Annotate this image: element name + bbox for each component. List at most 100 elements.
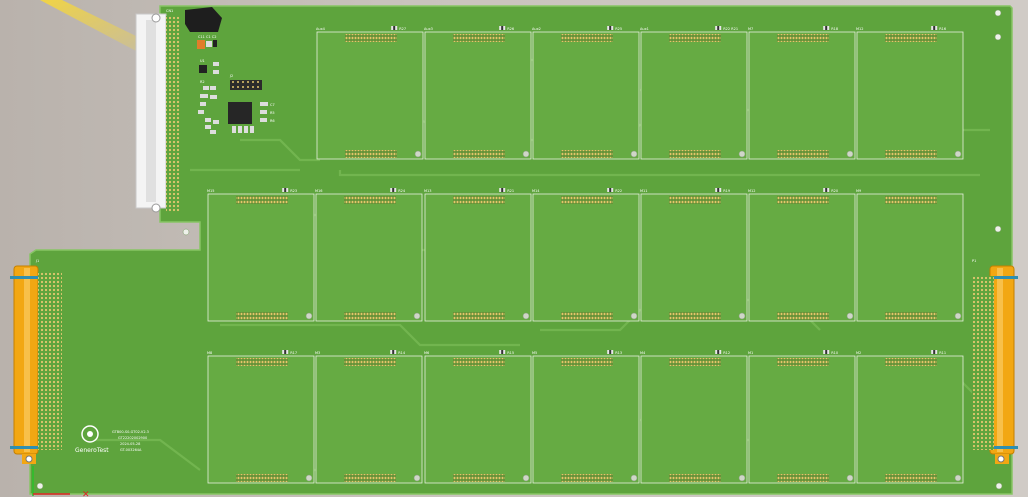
brand-name: GeneroTest bbox=[75, 447, 109, 454]
module-hole bbox=[305, 312, 313, 320]
module-header-top bbox=[344, 196, 396, 204]
module-resistor-ref: R22 bbox=[615, 189, 622, 193]
module-resistor-ref: R19 bbox=[723, 189, 730, 193]
module-label: M14 bbox=[532, 189, 540, 193]
module-header-bottom bbox=[885, 474, 937, 482]
connector-p1[interactable]: P1 bbox=[972, 259, 1018, 464]
module-outline bbox=[207, 355, 315, 484]
module-header-top bbox=[561, 358, 613, 366]
module-label: M8 bbox=[207, 351, 212, 355]
module-resistor-body bbox=[825, 350, 828, 354]
module-label: Aux1 bbox=[640, 27, 649, 31]
module-socket[interactable]: M7 R18 bbox=[748, 26, 856, 160]
module-header-top bbox=[669, 358, 721, 366]
module-resistor-ref: R22 R21 bbox=[723, 27, 738, 31]
module-resistor-body bbox=[609, 26, 612, 30]
module-hole bbox=[954, 150, 962, 158]
module-hole bbox=[738, 474, 746, 482]
module-label: M11 bbox=[640, 189, 647, 193]
module-header-top bbox=[561, 196, 613, 204]
module-resistor-body bbox=[717, 188, 720, 192]
module-hole bbox=[305, 474, 313, 482]
module-header-bottom bbox=[885, 150, 937, 158]
p1-ref: P1 bbox=[972, 259, 976, 263]
module-socket[interactable]: M12 R16 bbox=[856, 26, 964, 160]
module-label: M15 bbox=[207, 189, 214, 193]
module-socket[interactable]: M14 R22 bbox=[532, 188, 640, 322]
module-resistor-ref: R27 bbox=[399, 27, 406, 31]
module-label: Aux4 bbox=[316, 27, 326, 31]
module-header-bottom bbox=[453, 312, 505, 320]
module-socket[interactable]: M11 R19 bbox=[640, 188, 748, 322]
module-outline bbox=[532, 193, 640, 322]
module-hole bbox=[414, 150, 422, 158]
module-label: M5 bbox=[532, 351, 537, 355]
module-resistor-ref: R14 bbox=[398, 351, 406, 355]
module-header-bottom bbox=[453, 474, 505, 482]
module-socket[interactable]: M6 R15 bbox=[424, 350, 532, 484]
module-resistor-ref: R15 bbox=[507, 351, 514, 355]
module-resistor-body bbox=[933, 350, 936, 354]
module-resistor-ref: R11 bbox=[939, 351, 946, 355]
module-header-bottom bbox=[453, 150, 505, 158]
module-header-bottom bbox=[236, 474, 288, 482]
module-resistor-body bbox=[501, 26, 504, 30]
module-resistor-ref: R13 bbox=[615, 351, 622, 355]
module-resistor-ref: R25 bbox=[615, 27, 622, 31]
module-header-top bbox=[453, 34, 505, 42]
module-outline bbox=[207, 193, 315, 322]
module-header-top bbox=[453, 358, 505, 366]
module-label: Aux3 bbox=[424, 27, 433, 31]
connector-j1[interactable]: J1 bbox=[10, 259, 62, 464]
chip-black-corner bbox=[185, 7, 222, 32]
module-socket[interactable]: Aux4 R27 bbox=[316, 26, 424, 160]
module-resistor-body bbox=[393, 26, 396, 30]
module-label: M6 bbox=[424, 351, 429, 355]
module-socket[interactable]: M9 bbox=[856, 189, 964, 322]
module-label: M7 bbox=[748, 27, 753, 31]
module-hole bbox=[522, 150, 530, 158]
module-resistor-ref: R16 bbox=[939, 27, 946, 31]
module-header-top bbox=[345, 34, 397, 42]
module-outline bbox=[856, 193, 964, 322]
module-outline bbox=[424, 31, 532, 160]
module-resistor-body bbox=[609, 350, 612, 354]
module-resistor-body bbox=[825, 188, 828, 192]
module-label: M12 bbox=[856, 27, 863, 31]
module-resistor-ref: R26 bbox=[507, 27, 514, 31]
module-socket[interactable]: M8 R17 bbox=[207, 350, 315, 484]
connector-cn1[interactable]: CN1 bbox=[135, 9, 180, 213]
svg-text:C7: C7 bbox=[270, 103, 275, 107]
module-socket[interactable]: Aux1 R22 R21 bbox=[640, 26, 748, 160]
module-resistor-body bbox=[933, 26, 936, 30]
module-hole bbox=[846, 312, 854, 320]
module-outline bbox=[424, 193, 532, 322]
module-label: M16 bbox=[315, 189, 322, 193]
module-resistor-ref: R21 bbox=[507, 189, 514, 193]
module-socket[interactable]: Aux3 R26 bbox=[424, 26, 532, 160]
module-outline bbox=[640, 355, 748, 484]
module-resistor-ref: R18 bbox=[831, 27, 838, 31]
module-hole bbox=[738, 150, 746, 158]
module-header-bottom bbox=[669, 474, 721, 482]
module-resistor-ref: R17 bbox=[290, 351, 297, 355]
module-resistor-body bbox=[717, 350, 720, 354]
module-hole bbox=[954, 474, 962, 482]
module-socket[interactable]: M5 R13 bbox=[532, 350, 640, 484]
component-cluster: C11 C1 C2 U1 R2 J2 C7 R5 R6 bbox=[197, 35, 275, 134]
brand-logo: GeneroTest GTB00-S0-GT02-V2.3 GT22202002… bbox=[75, 425, 149, 454]
mounting-holes bbox=[36, 9, 1003, 490]
module-header-top bbox=[777, 358, 829, 366]
board-date-line: 2024-05-28 bbox=[120, 442, 140, 446]
